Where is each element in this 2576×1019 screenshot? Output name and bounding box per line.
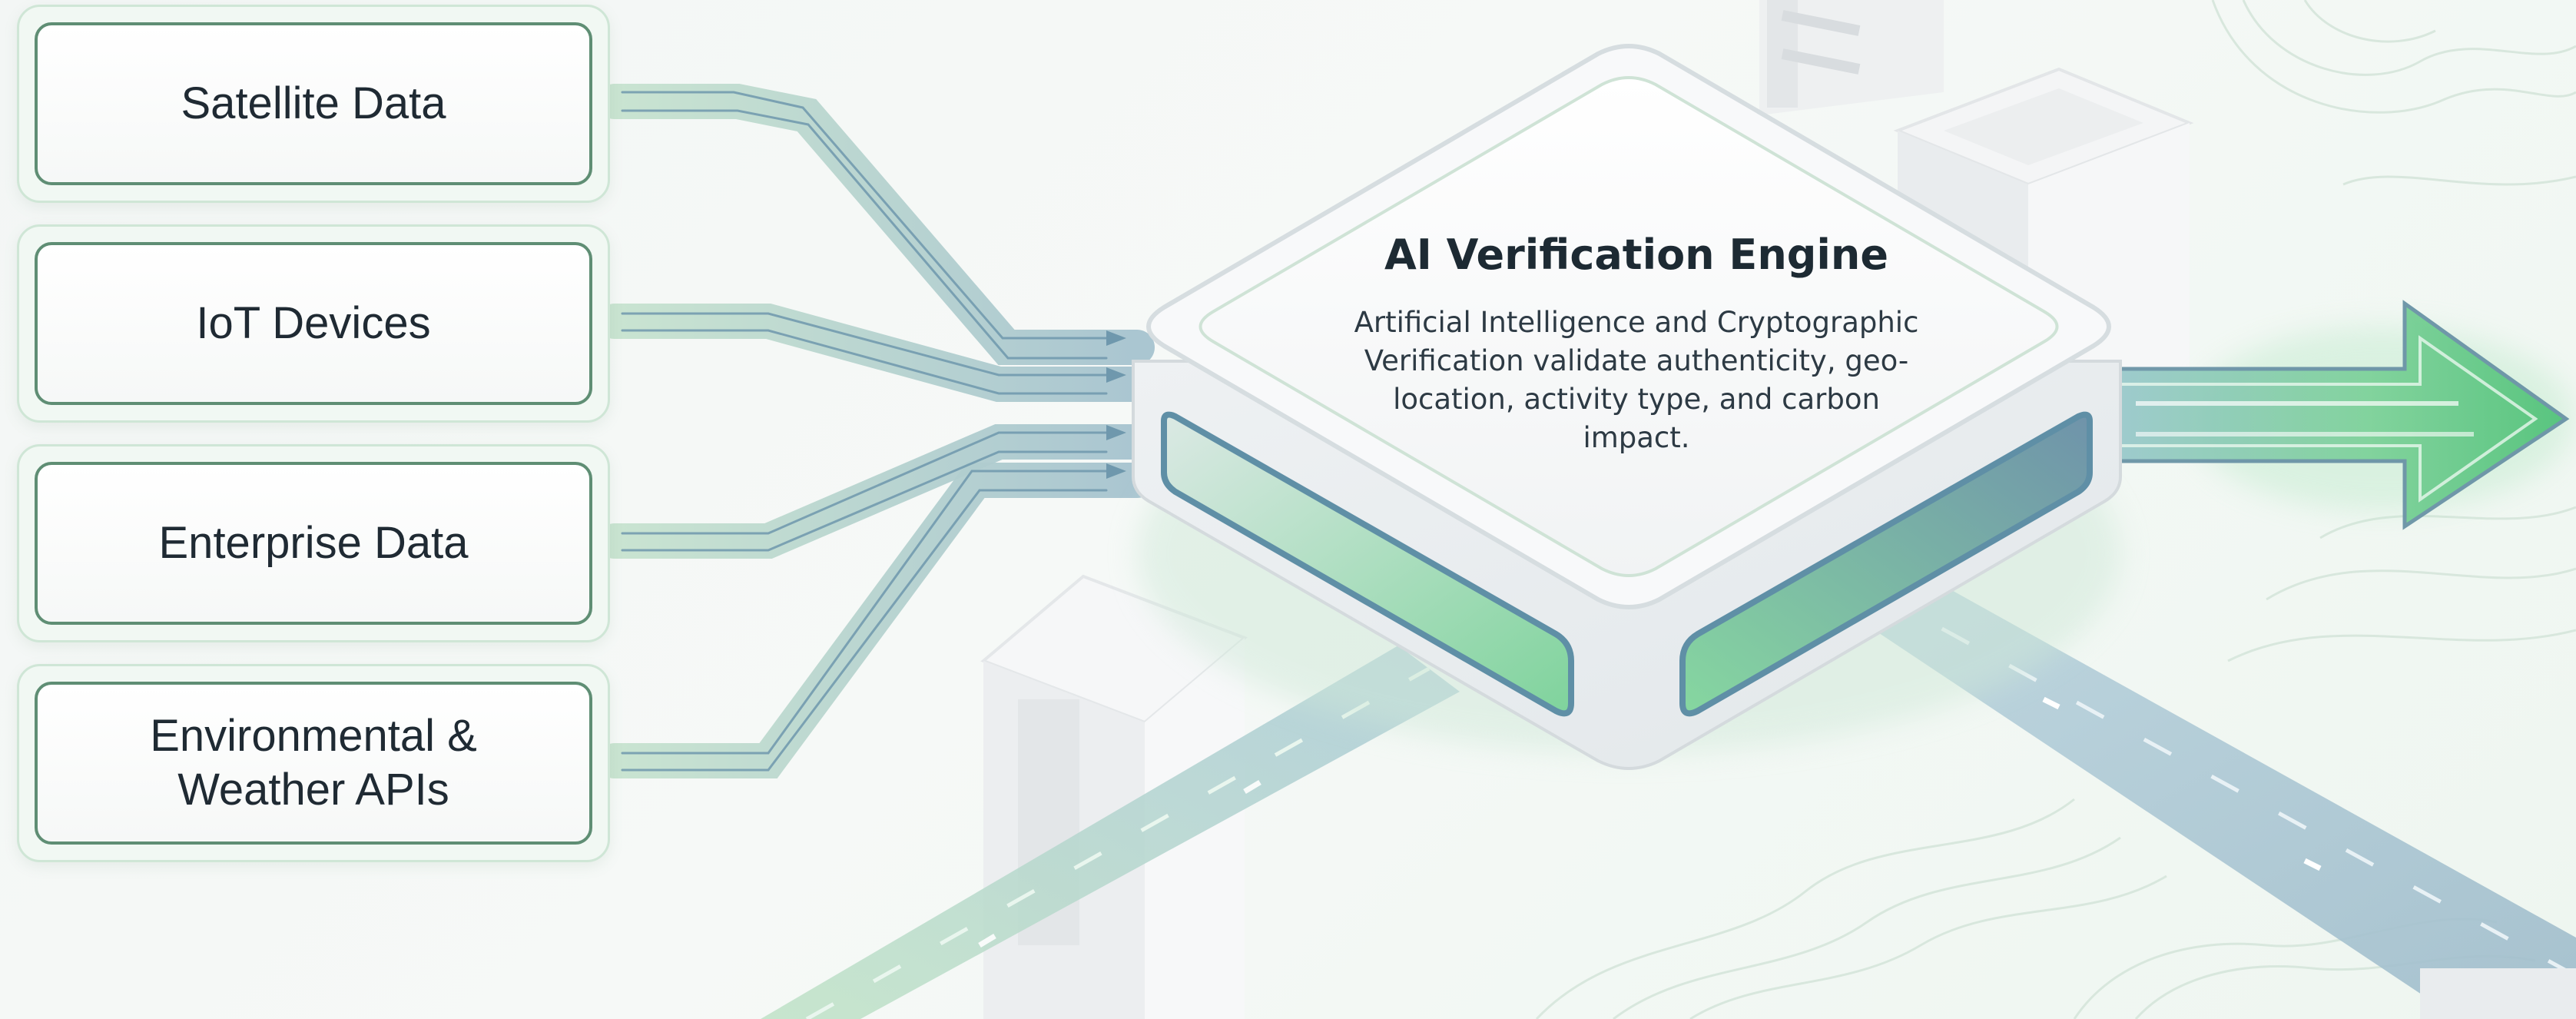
output-arrow (2072, 300, 2574, 530)
source-card-enterprise-inner: Enterprise Data (35, 462, 592, 625)
source-card-satellite-inner: Satellite Data (35, 22, 592, 185)
data-streams (597, 84, 1155, 778)
source-card-enterprise: Enterprise Data (17, 444, 610, 642)
source-card-satellite: Satellite Data (17, 5, 610, 203)
source-label-iot: IoT Devices (196, 298, 431, 348)
engine-title: AI Verification Engine (1384, 231, 1888, 279)
stream-iot (597, 304, 1155, 402)
source-card-iot: IoT Devices (17, 224, 610, 423)
source-card-weather-inner: Environmental & Weather APIs (35, 682, 592, 845)
source-card-weather: Environmental & Weather APIs (17, 664, 610, 862)
topo-lines (1535, 0, 2576, 1019)
source-label-satellite: Satellite Data (181, 78, 446, 128)
road-bottom-right (1828, 569, 2576, 1019)
stream-weather (597, 463, 1155, 778)
source-label-enterprise: Enterprise Data (158, 518, 469, 568)
road-bottom-left (761, 646, 1460, 1019)
source-card-iot-inner: IoT Devices (35, 242, 592, 405)
engine-description: Artificial Intelligence and Cryptographi… (1354, 306, 1919, 454)
stream-enterprise (597, 424, 1155, 559)
source-label-weather: Environmental & Weather APIs (150, 711, 477, 815)
engine-block (1132, 44, 2122, 770)
building-back-top (1759, 0, 1944, 115)
stream-satellite (597, 84, 1155, 365)
